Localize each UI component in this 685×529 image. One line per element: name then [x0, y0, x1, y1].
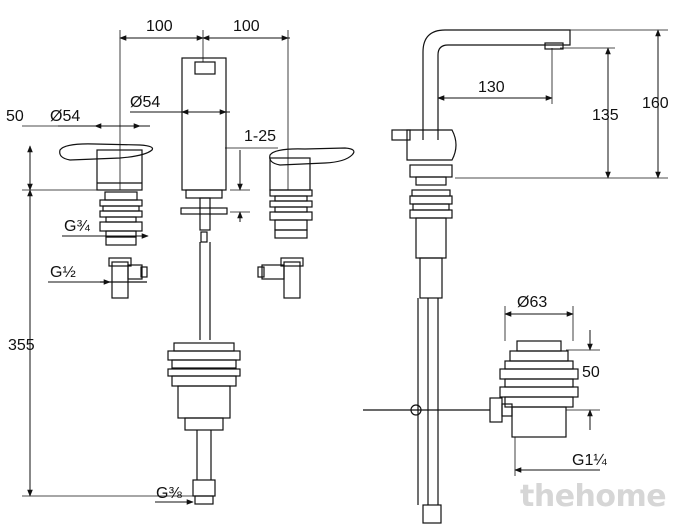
center-spout	[167, 57, 241, 505]
label-thread-angle-valve: G½	[50, 264, 76, 281]
label-spout-reach: 130	[478, 79, 505, 96]
label-deck-thickness: 1-25	[244, 128, 276, 145]
label-spout-diameter: Ø54	[130, 94, 160, 111]
aerator	[544, 42, 564, 50]
label-handle-height: 50	[6, 108, 24, 125]
label-outlet-height: 135	[592, 107, 619, 124]
left-valve	[99, 191, 148, 299]
label-waste-height: 50	[582, 364, 600, 381]
label-spout-total-height: 160	[642, 95, 669, 112]
right-handle	[257, 147, 355, 299]
label-spacing-left: 100	[146, 18, 173, 35]
label-waste-thread: G1¼	[572, 452, 607, 469]
label-thread-handle: G¾	[64, 218, 90, 235]
label-thread-bottom: G⅜	[156, 485, 182, 502]
left-handle	[59, 143, 154, 191]
spout-body	[422, 29, 571, 140]
label-spacing-right: 100	[233, 18, 260, 35]
label-waste-diameter: Ø63	[517, 294, 547, 311]
side-view	[363, 29, 668, 524]
lever	[406, 129, 457, 161]
watermark-thehome: thehome	[520, 479, 666, 514]
front-view	[22, 30, 355, 505]
label-handle-diameter: Ø54	[50, 108, 80, 125]
label-total-height: 355	[8, 337, 35, 354]
dimension-labels: 100 100 50 Ø54 Ø54 1-25 G¾ G½ 355 G⅜ 130…	[6, 18, 669, 502]
